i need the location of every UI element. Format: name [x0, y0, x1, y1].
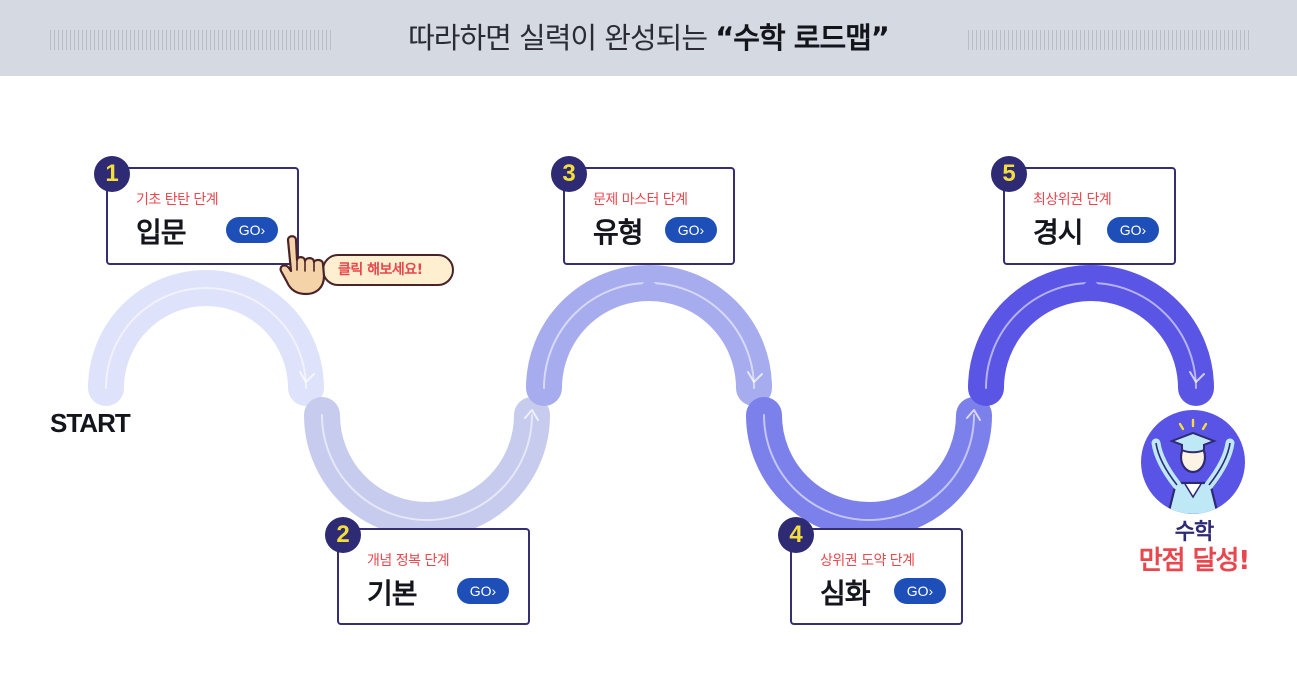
path-segment-3 [526, 265, 772, 406]
step-card-5[interactable]: 최상위권 단계 경시 GO› [1003, 167, 1176, 265]
header-decoration-right [968, 30, 1250, 50]
step-card-1[interactable]: 기초 탄탄 단계 입문 GO› [106, 167, 299, 265]
page-title: 따라하면 실력이 완성되는 “수학 로드맵” [408, 21, 890, 55]
go-button-1[interactable]: GO› [226, 217, 278, 243]
step-card-4[interactable]: 상위권 도약 단계 심화 GO› [790, 528, 963, 625]
go-button-3[interactable]: GO› [665, 217, 717, 243]
step-card-3[interactable]: 문제 마스터 단계 유형 GO› [563, 167, 735, 265]
path-segment-4 [746, 397, 992, 538]
start-label: START [50, 408, 131, 438]
step-subtitle: 최상위권 단계 [1033, 192, 1112, 208]
step-name: 경시 [1033, 216, 1084, 249]
header-banner: 따라하면 실력이 완성되는 “수학 로드맵” [0, 0, 1297, 76]
step-name: 입문 [136, 216, 187, 249]
step-badge-2: 2 [325, 517, 361, 553]
go-button-2[interactable]: GO› [457, 578, 509, 604]
go-button-5[interactable]: GO› [1107, 217, 1159, 243]
step-badge-3: 3 [551, 156, 587, 192]
step-subtitle: 기초 탄탄 단계 [136, 192, 219, 208]
go-button-4[interactable]: GO› [894, 578, 946, 604]
step-badge-4: 4 [778, 517, 814, 553]
step-subtitle: 개념 정복 단계 [367, 553, 450, 569]
path-segment-2 [304, 397, 550, 538]
goal-label-line2: 만점 달성! [1138, 546, 1251, 576]
path-segment-1 [88, 270, 324, 406]
step-name: 유형 [593, 216, 644, 249]
header-decoration-left [50, 30, 332, 50]
click-hint-bubble: 클릭 해보세요! [322, 254, 454, 286]
step-subtitle: 상위권 도약 단계 [820, 553, 915, 569]
step-name: 심화 [820, 577, 871, 610]
step-badge-1: 1 [94, 156, 130, 192]
step-subtitle: 문제 마스터 단계 [593, 192, 688, 208]
graduate-icon [1141, 410, 1245, 514]
step-name: 기본 [367, 577, 418, 610]
goal-label-line1: 수학 [1174, 520, 1214, 545]
step-card-2[interactable]: 개념 정복 단계 기본 GO› [337, 528, 530, 625]
path-segment-5 [968, 265, 1214, 406]
step-badge-5: 5 [991, 156, 1027, 192]
pointing-hand-icon [279, 235, 326, 296]
